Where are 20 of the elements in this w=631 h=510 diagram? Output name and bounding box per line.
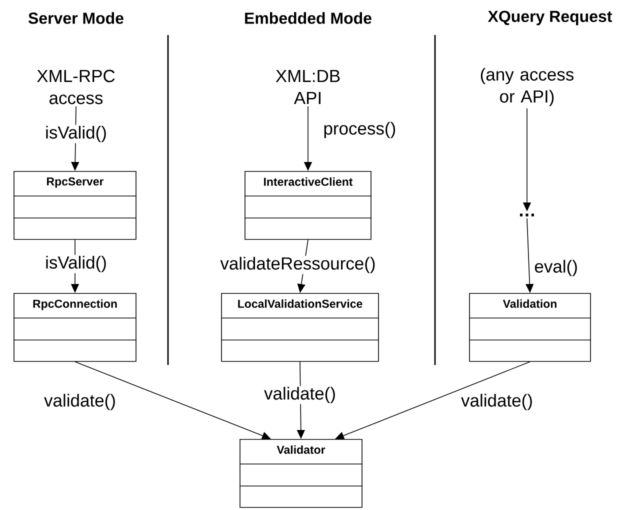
edge-label: eval() — [533, 258, 579, 278]
class-box: LocalValidationService — [220, 293, 380, 362]
edge-label: process() — [322, 120, 398, 140]
edge-label: validate() — [460, 392, 534, 412]
class-box: Validator — [239, 439, 363, 508]
access-label: (any access or API) — [480, 68, 574, 106]
edge-label: validate() — [43, 392, 117, 412]
column-heading: Server Mode — [28, 12, 124, 24]
class-box: RpcServer — [13, 171, 137, 240]
edge-label: isValid() — [44, 254, 108, 274]
access-label: XML:DB API — [276, 70, 340, 104]
edge-label: validateRessource() — [219, 256, 377, 274]
column-heading: Embedded Mode — [245, 12, 372, 24]
ellipsis: … — [520, 214, 534, 216]
column-heading: XQuery Request — [488, 10, 612, 26]
class-box: Validation — [468, 293, 592, 362]
class-box: RpcConnection — [13, 293, 137, 362]
edge-label: validate() — [263, 386, 337, 404]
edge-label: isValid() — [44, 124, 108, 144]
class-box: InteractiveClient — [244, 171, 372, 240]
